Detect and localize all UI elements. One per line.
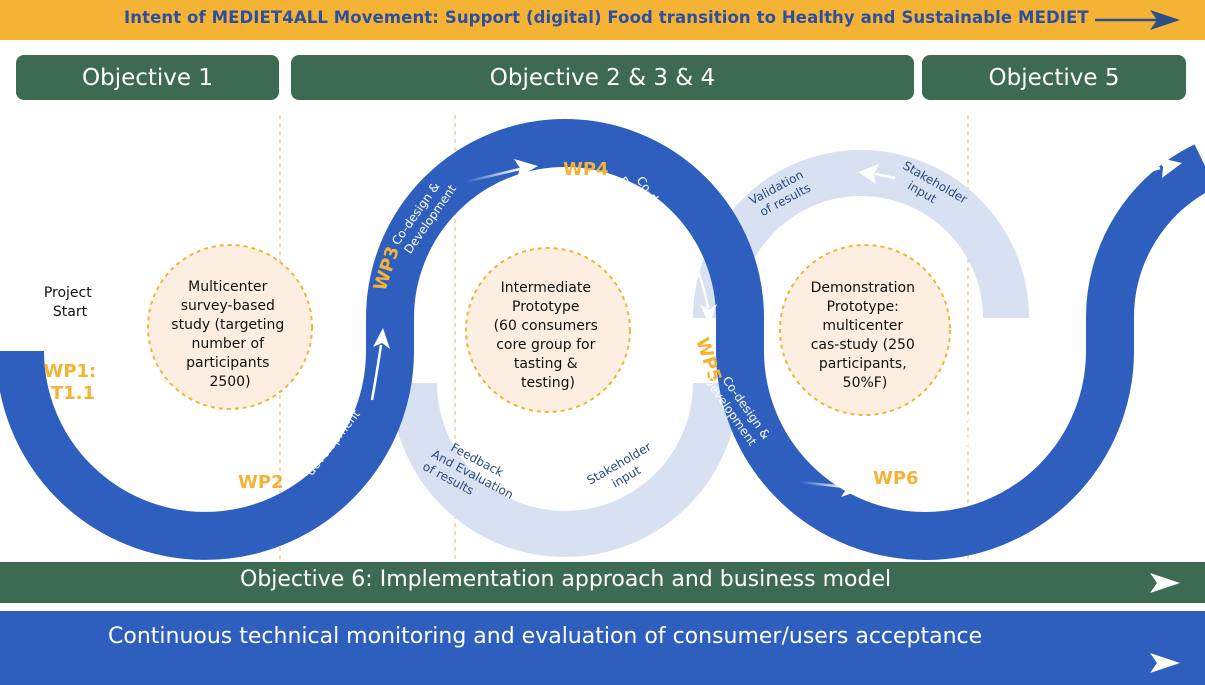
demonstration-prototype-circle [779,244,951,416]
objective-6-title: Objective 6: Implementation approach and… [240,567,892,592]
feedback-loop-lower [391,382,739,557]
wp1-label: WP1: T1.1 [43,361,102,404]
arrow-left-icon [858,164,879,184]
objective-1-header: Objective 1 [16,55,279,100]
arrow-left-icon [538,476,558,496]
arrow-right-icon [1150,653,1180,673]
monitoring-title: Continuous technical monitoring and eval… [108,624,983,649]
wp4-label: WP4 [563,159,609,180]
flow-arrows [149,157,1182,497]
wp2-label: WP2 [238,472,284,493]
arrow-right-icon [514,159,538,178]
project-start-label: Project Start [44,285,96,320]
arrow-up-icon [1018,328,1035,350]
arrow-right-icon [1156,157,1182,178]
survey-study-circle [147,244,313,410]
objective-5-header: Objective 5 [922,55,1186,100]
arrow-down-icon [700,304,717,325]
arrow-up-icon [373,328,390,349]
intent-banner [0,0,1205,40]
intent-title: Intent of MEDIET4ALL Movement: Support (… [124,8,1089,27]
feedback-arrows [538,164,896,496]
wp6-label: WP6 [873,468,919,489]
survey-study-text: Multicenter survey-based study (targetin… [171,279,288,390]
monitoring-banner [0,611,1205,685]
objective-2-3-4-header: Objective 2 & 3 & 4 [291,55,914,100]
intermediate-prototype-circle [465,247,631,413]
intermediate-prototype-text: Intermediate Prototype (60 consumers cor… [494,280,603,391]
arrow-right-icon [203,478,226,496]
work-package-flow-band [0,119,1205,560]
intent-arrow-icon [1095,10,1180,30]
arrow-right-icon [841,478,864,497]
demonstration-prototype-text: Demonstration Prototype: multicenter cas… [811,280,920,391]
arrow-right-icon [1150,573,1180,593]
